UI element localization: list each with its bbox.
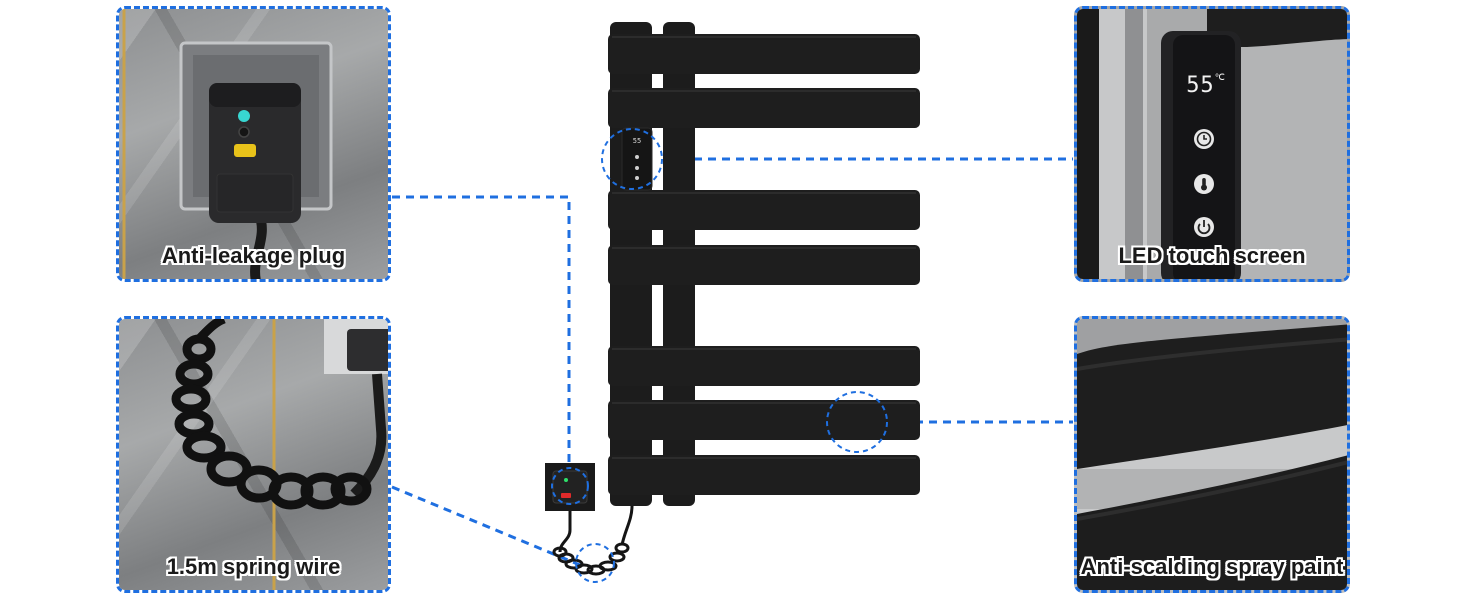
feature-panel-screen: 55℃ LED touch screen (1074, 6, 1350, 282)
spring-wire-illustration (171, 319, 388, 590)
led-temperature-display: 55℃ (1181, 73, 1231, 98)
rail-bars (608, 34, 920, 495)
plug-illustration (122, 9, 333, 279)
cable-left (558, 511, 572, 553)
highlight-circles (551, 128, 888, 583)
mini-spring-coil (552, 542, 630, 576)
rail-bar-highlights (612, 36, 916, 459)
temperature-value: 55 (1186, 73, 1215, 98)
highlight-junction (551, 467, 589, 505)
highlight-wire (575, 543, 615, 583)
connector-plug (392, 195, 571, 468)
wire-caption: 1.5m spring wire (166, 554, 341, 579)
paint-caption: Anti-scalding spray paint (1080, 554, 1344, 579)
feature-panel-paint: Anti-scalding spray paint (1074, 316, 1350, 593)
mini-display-value: 55 (632, 137, 642, 145)
connector-wire (391, 485, 581, 567)
highlight-paint (826, 391, 888, 453)
temperature-unit: ℃ (1214, 73, 1226, 83)
cable-right (620, 505, 634, 546)
screen-illustration-bg (1077, 9, 1347, 279)
plug-indicator-light (238, 110, 250, 122)
highlight-screen (601, 128, 663, 190)
timer-icon[interactable] (1194, 129, 1214, 149)
plug-caption: Anti-leakage plug (161, 243, 346, 268)
plug-test-button (234, 144, 256, 157)
led-buttons (1194, 129, 1214, 237)
screen-caption: LED touch screen (1118, 243, 1306, 268)
power-icon[interactable] (1194, 217, 1214, 237)
feature-panel-wire: 1.5m spring wire (116, 316, 391, 593)
paint-illustration (1077, 319, 1347, 590)
thermometer-icon[interactable] (1194, 174, 1214, 194)
feature-panel-plug: Anti-leakage plug (116, 6, 391, 282)
